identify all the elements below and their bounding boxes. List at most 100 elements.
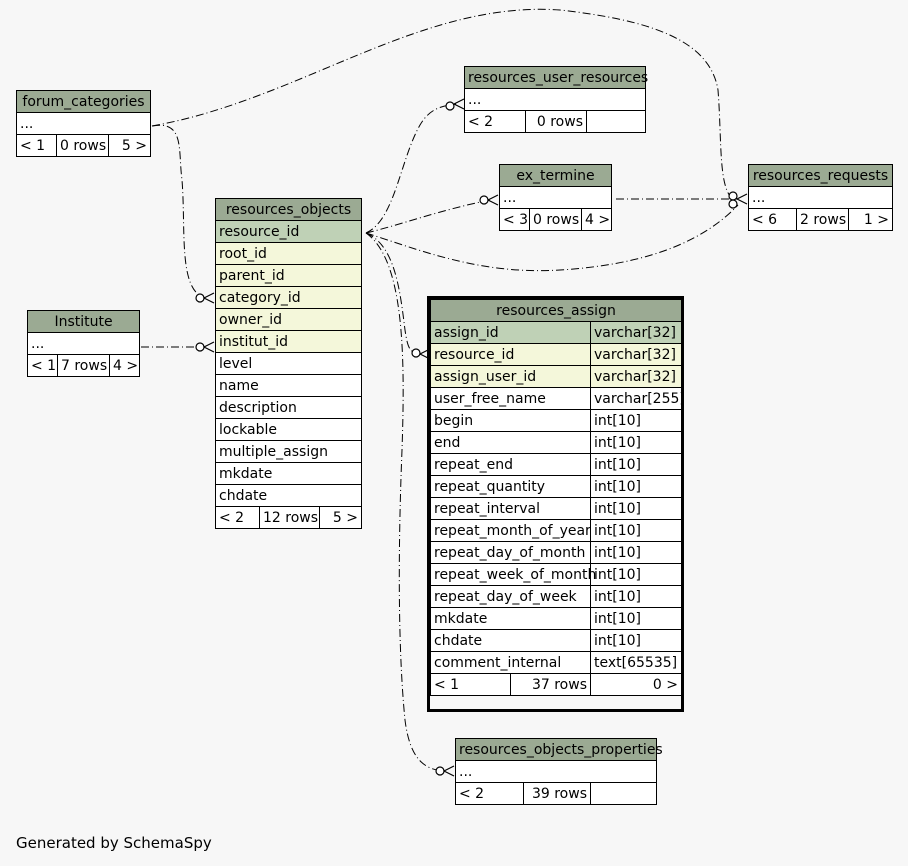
column-assign-user-id[interactable]: assign_user_id (430, 365, 591, 388)
row-count: 12 rows (259, 506, 320, 529)
parents-count[interactable]: < 1 (27, 354, 58, 377)
children-count[interactable]: 4 > (580, 208, 613, 231)
table-resources-requests[interactable]: resources_requests ... < 6 2 rows 1 > (748, 164, 893, 231)
focus-table-frame (427, 296, 684, 712)
parents-count[interactable]: < 2 (464, 110, 526, 133)
column-user-free-name: user_free_name (430, 387, 591, 410)
column-type: int[10] (589, 453, 683, 476)
edge-end-circle (728, 191, 738, 201)
row-count: 2 rows (796, 208, 849, 231)
edge-resources-objects-assign (365, 232, 421, 355)
parents-count[interactable]: < 2 (215, 506, 260, 529)
children-count[interactable]: 5 > (318, 506, 363, 529)
row-count: 0 rows (525, 110, 587, 133)
edge-end-circle (728, 199, 738, 209)
column-repeat-day-of-week: repeat_day_of_week (430, 585, 591, 608)
crowfoot (736, 193, 748, 205)
table-title: resources_requests (748, 164, 893, 187)
column-mkdate: mkdate (214, 462, 363, 485)
crowfoot (203, 341, 215, 353)
column-category-id[interactable]: category_id (214, 286, 363, 309)
children-count[interactable]: 4 > (108, 354, 141, 377)
column-type: int[10] (589, 431, 683, 454)
column-resource-id[interactable]: resource_id (214, 220, 363, 243)
row-count: 0 rows (56, 134, 109, 157)
column-begin: begin (430, 409, 591, 432)
edge-end-circle (411, 348, 421, 358)
column-type: varchar[32] (589, 343, 683, 366)
column-type: int[10] (589, 629, 683, 652)
children-count[interactable]: 5 > (107, 134, 152, 157)
column-repeat-end: repeat_end (430, 453, 591, 476)
children-count (589, 782, 658, 805)
column-resource-id[interactable]: resource_id (430, 343, 591, 366)
column-type: int[10] (589, 519, 683, 542)
table-title: forum_categories (15, 90, 152, 113)
parents-count[interactable]: < 6 (748, 208, 797, 231)
children-count[interactable]: 1 > (848, 208, 893, 231)
crowfoot (203, 292, 215, 304)
column-parent-id[interactable]: parent_id (214, 264, 363, 287)
table-resources-objects-properties[interactable]: resources_objects_properties ... < 2 39 … (454, 738, 663, 805)
column-owner-id[interactable]: owner_id (214, 308, 363, 331)
table-resources-user-resources[interactable]: resources_user_resources ... < 2 0 rows (463, 66, 648, 133)
table-institute[interactable]: Institute ... < 1 7 rows 4 > (26, 310, 141, 377)
table-title: ex_termine (498, 164, 613, 187)
table-title: resources_assign (429, 299, 683, 322)
column-level: level (214, 352, 363, 375)
row-count: 7 rows (57, 354, 110, 377)
crowfoot (487, 194, 499, 206)
column-type: int[10] (589, 475, 683, 498)
column-repeat-quantity: repeat_quantity (430, 475, 591, 498)
parents-count[interactable]: < 1 (16, 134, 57, 157)
column-repeat-interval: repeat_interval (430, 497, 591, 520)
column-repeat-day-of-month: repeat_day_of_month (430, 541, 591, 564)
column-root-id[interactable]: root_id (214, 242, 363, 265)
crowfoot (453, 98, 465, 110)
table-ex-termine[interactable]: ex_termine ... < 3 0 rows 4 > (498, 164, 613, 231)
table-body: ... (15, 112, 152, 135)
table-body: ... (498, 186, 613, 209)
column-name: name (214, 374, 363, 397)
column-institut-id[interactable]: institut_id (214, 330, 363, 353)
parents-count[interactable]: < 3 (499, 208, 530, 231)
edge-resources-objects-requests (365, 204, 739, 272)
column-type: varchar[32] (589, 321, 683, 344)
table-resources-objects[interactable]: resources_objects resource_id root_id pa… (214, 198, 363, 529)
column-end: end (430, 431, 591, 454)
edge-end-circle (445, 101, 455, 111)
crowfoot (443, 765, 455, 777)
table-forum-categories[interactable]: forum_categories ... < 1 0 rows 5 > (15, 90, 152, 157)
table-body: ... (26, 332, 141, 355)
column-type: text[65535] (589, 651, 683, 674)
column-type: int[10] (589, 585, 683, 608)
column-type: int[10] (589, 607, 683, 630)
parents-count[interactable]: < 1 (430, 673, 511, 696)
edge-resources-objects-user-resources (365, 103, 457, 234)
column-repeat-month-of-year: repeat_month_of_year (430, 519, 591, 542)
edge-resources-objects-ex-termine (365, 199, 491, 234)
table-body: ... (748, 186, 893, 209)
table-body: ... (454, 760, 658, 783)
column-chdate: chdate (430, 629, 591, 652)
children-count (585, 110, 647, 133)
column-mkdate: mkdate (430, 607, 591, 630)
edge-end-circle (195, 342, 205, 352)
column-repeat-week-of-month: repeat_week_of_month (430, 563, 596, 586)
table-title: resources_objects_properties (454, 738, 663, 761)
column-type: int[10] (589, 409, 683, 432)
parents-count[interactable]: < 2 (455, 782, 524, 805)
edge-end-circle (479, 195, 489, 205)
column-multiple-assign: multiple_assign (214, 440, 363, 463)
table-title: resources_user_resources (463, 66, 648, 89)
row-count: 37 rows (510, 673, 591, 696)
table-body: ... (463, 88, 647, 111)
table-title: Institute (26, 310, 141, 333)
children-count: 0 > (589, 673, 683, 696)
column-assign-id[interactable]: assign_id (430, 321, 591, 344)
edge-end-circle (195, 293, 205, 303)
column-type: varchar[255] (589, 387, 685, 410)
column-chdate: chdate (214, 484, 363, 507)
column-type: int[10] (589, 541, 683, 564)
